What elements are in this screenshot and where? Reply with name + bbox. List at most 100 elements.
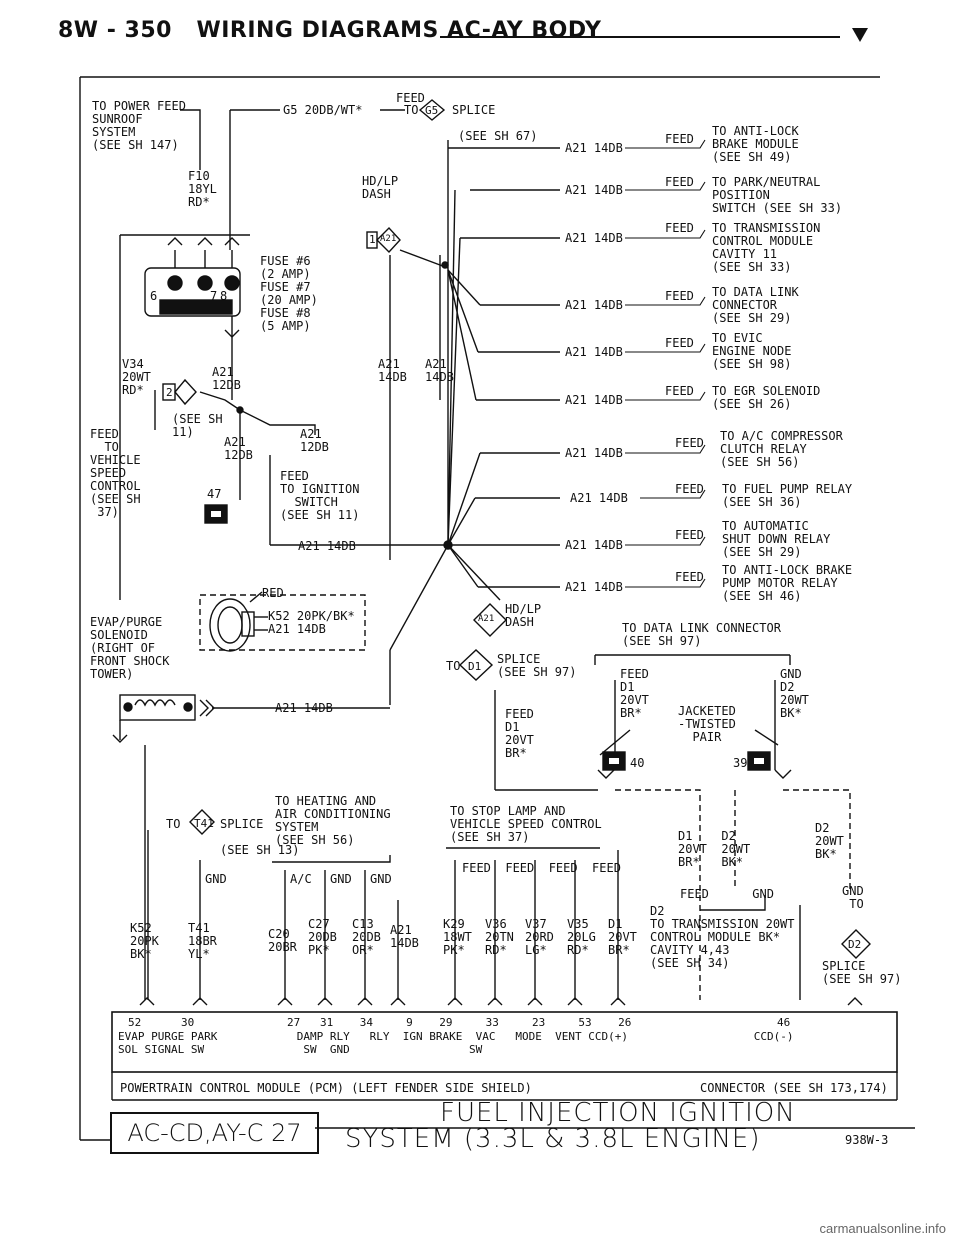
- t41-pcm-wire-label: T41 18BR YL*: [188, 921, 217, 961]
- a21-12db-label-b: A21 12DB: [224, 435, 253, 462]
- hvac-gnd-label-2: GND: [370, 872, 392, 886]
- c20-wire-label: C20 20BR: [268, 927, 297, 954]
- branch-destination-label: TO EGR SOLENOID (SEE SH 26): [712, 384, 821, 411]
- pcm-pin-numbers: 52 30 27 31 34 9 29 33 23 53 26 46: [128, 1016, 791, 1029]
- connector-a21-label: A21: [380, 234, 397, 244]
- branch-feed-label: FEED: [665, 289, 694, 303]
- k52-pcm-wire-label: K52 20PK BK*: [130, 921, 159, 961]
- d1-splice-label: SPLICE (SEE SH 97): [497, 652, 577, 679]
- header-rule: [440, 36, 840, 38]
- branch-wire-label: A21 14DB: [565, 580, 623, 594]
- connector-40-label: 40: [630, 756, 645, 770]
- branch-destination-label: TO DATA LINK CONNECTOR (SEE SH 29): [712, 285, 799, 325]
- v37-wire-label: V37 20RD LG*: [525, 917, 554, 957]
- stop-lamp-vsc-label: TO STOP LAMP AND VEHICLE SPEED CONTROL (…: [450, 804, 602, 844]
- v34-wire-label: V34 20WT RD*: [122, 357, 151, 397]
- branch-feed-label: FEED: [665, 336, 694, 350]
- tcm-d2-label: D2 TO TRANSMISSION 20WT CONTROL MODULE B…: [650, 904, 795, 970]
- fuse-ratings-label: FUSE #6 (2 AMP) FUSE #7 (20 AMP) FUSE #8…: [260, 254, 318, 333]
- page-header: 8W - 350 WIRING DIAGRAMS AC-AY BODY: [58, 18, 601, 43]
- diagram-title-line-2: SYSTEM (3.3L & 3.8L ENGINE): [345, 1124, 761, 1154]
- jacketed-twisted-pair-label: JACKETED -TWISTED PAIR: [678, 704, 736, 744]
- a21-14db-left-label: A21 14DB: [378, 357, 407, 384]
- branch-feed-label: FEED: [675, 482, 704, 496]
- branch-destination-label: TO EVIC ENGINE NODE (SEE SH 98): [712, 331, 792, 371]
- branch-feed-label: FEED: [665, 384, 694, 398]
- branch-feed-label: FEED: [675, 436, 704, 450]
- k52-wire-label: K52 20PK/BK*: [268, 609, 355, 623]
- branch-feed-label: FEED: [665, 221, 694, 235]
- t41-gnd-label: GND: [205, 872, 227, 886]
- d2-right-wire-label: D2 20WT BK*: [815, 821, 844, 861]
- header-triangle-icon: [852, 28, 868, 42]
- fuse-6-label: 6: [150, 289, 158, 303]
- f10-wire-label: F10 18YL RD*: [188, 169, 217, 209]
- feed-gnd-middle-label: FEED GND: [680, 887, 774, 901]
- v35-wire-label: V35 20LG RD*: [567, 917, 596, 957]
- branch-destination-label: TO TRANSMISSION CONTROL MODULE CAVITY 11…: [712, 221, 821, 274]
- branch-destination-label: TO AUTOMATIC SHUT DOWN RELAY (SEE SH 29): [722, 519, 831, 559]
- branch-feed-label: FEED: [665, 175, 694, 189]
- hdlp-dash-2-label: HD/LP DASH: [505, 602, 542, 629]
- see-sh-11-label: (SEE SH 11): [172, 412, 223, 439]
- g5-to-label: TO: [404, 103, 419, 117]
- branch-wire-label: A21 14DB: [565, 141, 623, 155]
- a21-pcm-wire-label: A21 14DB: [390, 923, 419, 950]
- power-feed-label: TO POWER FEED SUNROOF SYSTEM (SEE SH 147…: [92, 99, 186, 152]
- fuse-7-label: 7: [210, 289, 218, 303]
- hvac-gnd-label: GND: [330, 872, 352, 886]
- t41-splice-to-label: TO: [166, 817, 181, 831]
- pcm-pin-functions: EVAP PURGE PARK DAMP RLY RLY IGN BRAKE V…: [118, 1030, 794, 1056]
- vehicle-speed-control-label: FEED TO VEHICLE SPEED CONTROL (SEE SH 37…: [90, 427, 141, 519]
- figure-number: 938W-3: [845, 1133, 889, 1147]
- v36-wire-label: V36 20TN RD*: [485, 917, 514, 957]
- hdlp-dash-label: HD/LP DASH: [362, 174, 399, 201]
- model-code-box: AC-CD,AY-C 27: [110, 1112, 319, 1154]
- d2-splice-id: D2: [848, 938, 862, 951]
- g5-wire-label: G5 20DB/WT*: [283, 103, 363, 117]
- connector-1-label: 1: [369, 233, 376, 246]
- k29-wire-label: K29 18WT PK*: [443, 917, 472, 957]
- connector-2-label: 2: [166, 386, 173, 399]
- hvac-ac-label: A/C: [290, 872, 312, 886]
- pcm-name-label: POWERTRAIN CONTROL MODULE (PCM) (LEFT FE…: [120, 1081, 532, 1095]
- page-number: 8W - 350: [58, 18, 172, 43]
- branch-destination-label: TO PARK/NEUTRAL POSITION SWITCH (SEE SH …: [712, 175, 843, 215]
- d1-d2-wire-label: D1 D2 20VT 20WT BR* BK*: [678, 829, 751, 869]
- a21-14db-right-label: A21 14DB: [425, 357, 454, 384]
- branch-feed-label: FEED: [675, 570, 704, 584]
- d2-splice-label: SPLICE (SEE SH 97): [822, 959, 902, 986]
- t41-splice-id: T41: [194, 817, 214, 830]
- t41-splice-label: SPLICE (SEE SH 13): [220, 817, 300, 857]
- branch-wire-label: A21 14DB: [565, 446, 623, 460]
- branch-destination-label: TO A/C COMPRESSOR CLUTCH RELAY (SEE SH 5…: [720, 429, 843, 469]
- branch-wire-label: A21 14DB: [570, 491, 628, 505]
- a21-evap-wire-label: A21 14DB: [268, 622, 326, 636]
- connector-47-label: 47: [207, 487, 222, 501]
- connector-a21-2-label: A21: [478, 614, 495, 624]
- d1-pcm-wire-label: D1 20VT BR*: [608, 917, 637, 957]
- branch-destination-label: TO FUEL PUMP RELAY (SEE SH 36): [722, 482, 853, 509]
- dlc-gnd-wire-label: GND D2 20WT BK*: [780, 667, 809, 720]
- see-sh-67-label: (SEE SH 67): [458, 129, 538, 143]
- g5-feed-label: FEED: [396, 91, 425, 105]
- c13-wire-label: C13 20DB OR*: [352, 917, 381, 957]
- branch-destination-label: TO ANTI-LOCK BRAKE MODULE (SEE SH 49): [712, 124, 799, 164]
- a21-main-wire-label: A21 14DB: [298, 539, 356, 553]
- connector-39-label: 39: [733, 756, 748, 770]
- watermark: carmanualsonline.info: [819, 1221, 946, 1236]
- a21-12db-label-c: A21 12DB: [300, 427, 329, 454]
- branch-wire-label: A21 14DB: [565, 298, 623, 312]
- branch-wire-label: A21 14DB: [565, 231, 623, 245]
- pcm-connector-label: CONNECTOR (SEE SH 173,174): [700, 1081, 888, 1095]
- diagram-title-line-1: FUEL INJECTION IGNITION: [440, 1098, 796, 1128]
- branch-destination-label: TO ANTI-LOCK BRAKE PUMP MOTOR RELAY (SEE…: [722, 563, 853, 603]
- stop-lamp-feeds-label: FEED FEED FEED FEED: [462, 861, 621, 875]
- evap-purge-solenoid-label: EVAP/PURGE SOLENOID (RIGHT OF FRONT SHOC…: [90, 615, 170, 681]
- d1-splice-id: D1: [468, 660, 482, 673]
- d1-splice-to-label: TO: [446, 659, 461, 673]
- data-link-connector-label: TO DATA LINK CONNECTOR (SEE SH 97): [622, 621, 781, 648]
- branch-wire-label: A21 14DB: [565, 538, 623, 552]
